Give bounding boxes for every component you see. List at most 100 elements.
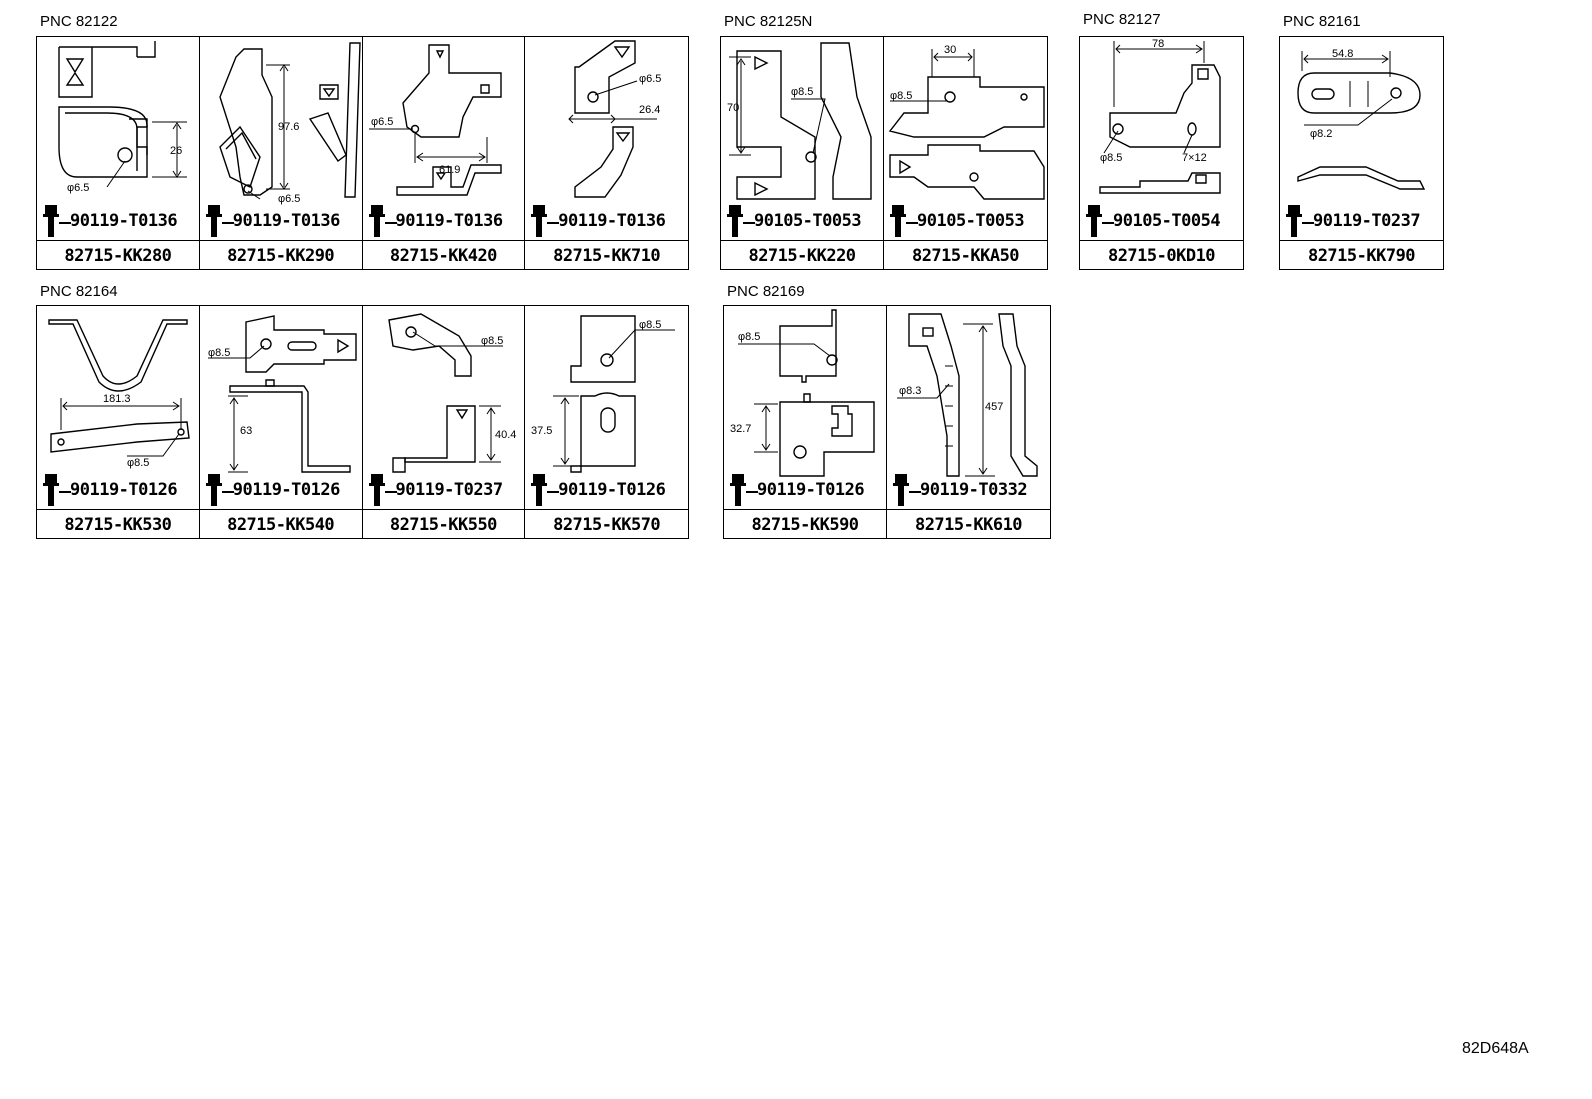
bracket-drawing: 181.3 φ8.5 (48, 319, 190, 469)
part-cell[interactable]: 181.3 φ8.5 90119-T0126 82715-KK530 (37, 306, 200, 539)
bolt-part-number[interactable]: 90119-T0237 (1313, 211, 1421, 231)
part-cell[interactable]: φ6.5 26.4 90119-T0136 82715-KK710 (525, 37, 688, 270)
bolt-row: 90119-T0126 (724, 472, 886, 510)
leader-line (1102, 222, 1114, 224)
part-cell[interactable]: 78 φ8.5 7×12 90105-T0054 82715-0KD10 (1080, 37, 1243, 270)
part-cell[interactable]: 30 φ8.5 90105-T0053 82715-KKA50 (884, 37, 1047, 270)
bolt-row: 90119-T0126 (525, 472, 688, 510)
bolt-icon (531, 474, 548, 506)
bracket-drawing: 30 φ8.5 (888, 44, 1045, 200)
part-number-row: 82715-KKA50 (884, 240, 1047, 270)
part-cell[interactable]: φ6.5 61.9 90119-T0136 82715-KK420 (362, 37, 526, 270)
dimension-label: φ8.3 (899, 385, 921, 397)
bracket-part-number[interactable]: 82715-KK590 (751, 515, 859, 535)
dimension-label: 78 (1152, 38, 1164, 50)
bolt-part-number[interactable]: 90119-T0136 (232, 211, 341, 231)
dimension-label: φ6.5 (371, 116, 393, 128)
part-cell[interactable]: 54.8 φ8.2 90119-T0237 82715-KK790 (1280, 37, 1443, 270)
bracket-part-number[interactable]: 82715-KK610 (914, 515, 1023, 535)
pnc-label-82127: PNC 82127 (1083, 11, 1161, 28)
dimension-label: φ8.2 (1310, 128, 1332, 140)
bolt-part-number[interactable]: 90119-T0136 (395, 211, 504, 231)
bolt-part-number[interactable]: 90119-T0136 (558, 211, 666, 231)
dimension-label: φ6.5 (639, 73, 661, 85)
part-cell[interactable]: 70 φ8.5 90105-T0053 82715-KK220 (721, 37, 884, 270)
bolt-icon (1086, 205, 1102, 237)
bracket-part-number[interactable]: 82715-KKA50 (911, 246, 1020, 266)
diagram-code: 82D648A (1462, 1040, 1529, 1057)
bracket-drawing: 457 φ8.3 (897, 313, 1038, 477)
parts-grid-82122: 26 φ6.5 90119-T0136 82715-KK280 97.6 (36, 36, 689, 270)
part-cell[interactable]: φ8.5 32.7 90119-T0126 82715-KK590 (724, 306, 887, 539)
bolt-part-number[interactable]: 90119-T0126 (232, 480, 341, 500)
leader-line (547, 222, 560, 224)
leader-line (909, 491, 921, 493)
part-cell[interactable]: φ8.5 63 90119-T0126 82715-KK540 (199, 306, 363, 539)
bracket-part-number[interactable]: 82715-KK570 (553, 515, 661, 535)
bracket-part-number[interactable]: 82715-KK790 (1307, 246, 1416, 266)
dimension-label: 54.8 (1332, 48, 1353, 60)
bolt-icon (205, 205, 222, 237)
part-number-row: 82715-KK590 (724, 509, 886, 539)
part-number-row: 82715-KK290 (199, 240, 362, 270)
parts-grid-82125n: 70 φ8.5 90105-T0053 82715-KK220 30 φ8.5 (720, 36, 1048, 270)
bracket-drawing: φ8.5 37.5 (531, 315, 676, 473)
bracket-drawing: φ6.5 61.9 (368, 44, 502, 196)
bolt-part-number[interactable]: 90105-T0053 (754, 211, 862, 231)
bolt-part-number[interactable]: 90105-T0054 (1113, 211, 1221, 231)
leader-line (221, 222, 234, 224)
bracket-part-number[interactable]: 82715-KK420 (389, 246, 498, 266)
dimension-label: φ8.5 (738, 331, 760, 343)
dimension-label: φ8.5 (481, 335, 503, 347)
part-cell[interactable]: φ8.5 37.5 90119-T0126 82715-KK570 (525, 306, 688, 539)
bolt-icon (727, 205, 743, 237)
dimension-label: 181.3 (103, 393, 131, 405)
bolt-part-number[interactable]: 90119-T0126 (70, 480, 178, 500)
bolt-part-number[interactable]: 90119-T0136 (70, 211, 178, 231)
bolt-row: 90119-T0136 (200, 203, 362, 241)
bolt-icon (43, 205, 59, 237)
parts-grid-82164: 181.3 φ8.5 90119-T0126 82715-KK530 (36, 305, 689, 539)
part-cell[interactable]: 26 φ6.5 90119-T0136 82715-KK280 (37, 37, 200, 270)
dimension-label: 97.6 (278, 121, 299, 133)
bolt-part-number[interactable]: 90119-T0126 (558, 480, 666, 500)
bolt-part-number[interactable]: 90119-T0126 (757, 480, 865, 500)
bracket-part-number[interactable]: 82715-KK280 (64, 246, 172, 266)
bracket-part-number[interactable]: 82715-0KD10 (1107, 246, 1216, 266)
bracket-part-number[interactable]: 82715-KK220 (748, 246, 856, 266)
bolt-part-number[interactable]: 90119-T0332 (920, 480, 1028, 500)
bracket-part-number[interactable]: 82715-KK540 (227, 515, 335, 535)
dimension-label: 61.9 (439, 164, 460, 176)
dimension-label: 7×12 (1182, 152, 1207, 164)
bolt-icon (205, 474, 222, 506)
bracket-drawing: 26 φ6.5 (58, 41, 187, 194)
part-cell[interactable]: 97.6 φ6.5 90119-T0136 82715-KK290 (199, 37, 363, 270)
part-number-row: 82715-KK710 (525, 240, 688, 270)
parts-grid-82169: φ8.5 32.7 90119-T0126 82715-KK590 (723, 305, 1051, 539)
pnc-label-82169: PNC 82169 (727, 283, 805, 300)
leader-line (384, 491, 397, 493)
dimension-label: φ8.5 (127, 457, 149, 469)
leader-line (906, 222, 918, 224)
leader-line (746, 491, 758, 493)
bolt-row: 90119-T0126 (200, 472, 362, 510)
dimension-label: 40.4 (495, 429, 516, 441)
bracket-part-number[interactable]: 82715-KK530 (64, 515, 172, 535)
part-cell[interactable]: φ8.5 40.4 90119-T0237 82715-KK550 (362, 306, 526, 539)
dimension-label: φ6.5 (67, 182, 89, 194)
part-number-row: 82715-KK540 (199, 509, 362, 539)
pnc-label-82125n: PNC 82125N (724, 13, 813, 30)
leader-line (743, 222, 755, 224)
bracket-part-number[interactable]: 82715-KK550 (389, 515, 498, 535)
bolt-part-number[interactable]: 90105-T0053 (917, 211, 1025, 231)
parts-grid-82161: 54.8 φ8.2 90119-T0237 82715-KK790 (1279, 36, 1444, 270)
bracket-part-number[interactable]: 82715-KK290 (227, 246, 335, 266)
bolt-part-number[interactable]: 90119-T0237 (395, 480, 504, 500)
pnc-label-82161: PNC 82161 (1283, 13, 1361, 30)
bolt-row: 90105-T0053 (721, 203, 883, 241)
dimension-label: φ8.5 (208, 347, 230, 359)
bolt-row: 90119-T0136 (37, 203, 199, 241)
bracket-part-number[interactable]: 82715-KK710 (553, 246, 661, 266)
bracket-drawing: φ6.5 26.4 (568, 40, 662, 198)
part-cell[interactable]: 457 φ8.3 90119-T0332 82715-KK610 (887, 306, 1050, 539)
